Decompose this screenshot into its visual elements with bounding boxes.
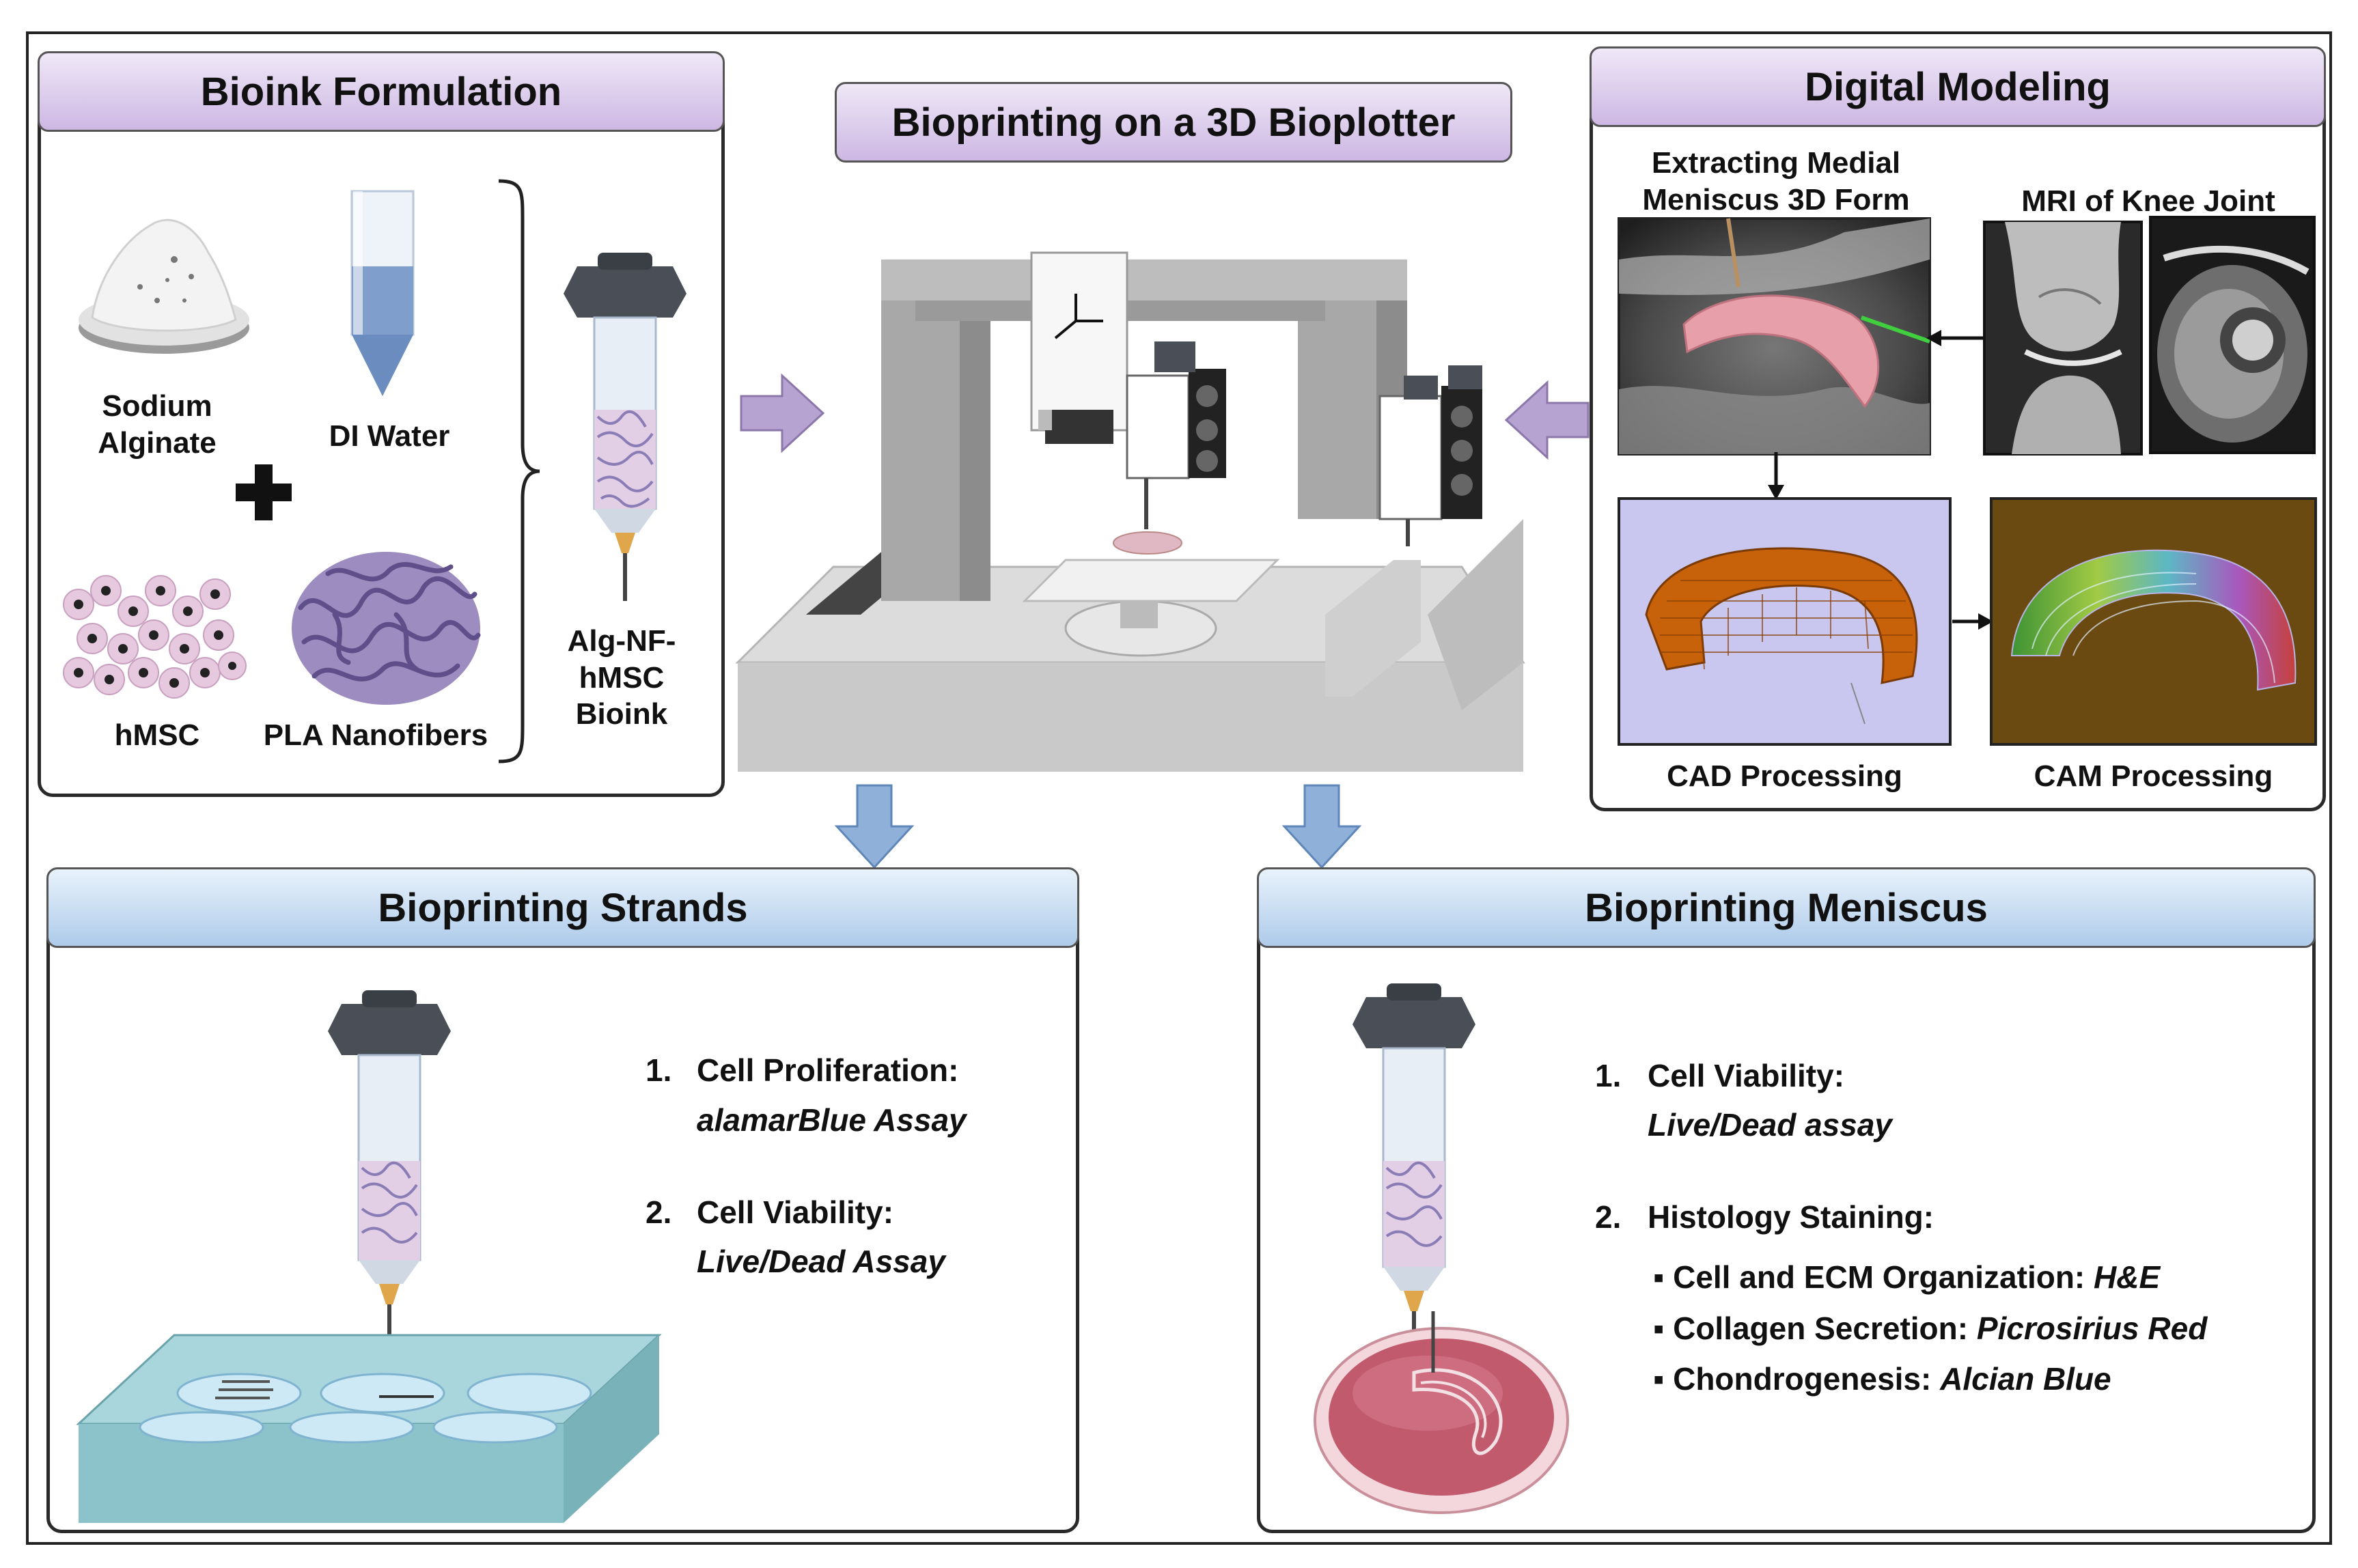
strands-item-2-sub: Live/Dead Assay — [697, 1244, 945, 1279]
figure-frame — [26, 31, 2332, 1545]
meniscus-item-1-num: 1. — [1595, 1058, 1622, 1093]
alginate-powder-icon — [79, 219, 249, 354]
meniscus-item-1-label: Cell Viability: — [1648, 1058, 1845, 1093]
petri-dish-icon — [1314, 1311, 1569, 1514]
plus-icon — [236, 464, 292, 520]
hmsc-cells-icon — [63, 575, 247, 699]
meniscus-item-2-label: Histology Staining: — [1648, 1199, 1934, 1235]
bioink-syringe-icon — [564, 253, 686, 601]
bullet-1-emph: H&E — [2094, 1259, 2161, 1295]
bullet-icon: ▪ — [1653, 1361, 1674, 1397]
bioprinter-title: Bioprinting on a 3D Bioplotter — [835, 82, 1512, 163]
bullet-2-text: Collagen Secretion: — [1673, 1311, 1969, 1346]
strands-syringe-icon — [328, 990, 451, 1352]
di-water-label: DI Water — [329, 419, 450, 453]
knee-mri-sagittal-image — [1983, 221, 2143, 456]
bullet-3-text: Chondrogenesis: — [1673, 1361, 1932, 1397]
cam-label: CAM Processing — [2034, 759, 2273, 793]
cad-model-image — [1618, 497, 1952, 746]
meniscus-item-2-num: 2. — [1595, 1199, 1622, 1235]
bullet-3: ▪ Chondrogenesis: Alcian Blue — [1653, 1360, 2111, 1397]
strands-item-1-num: 1. — [646, 1052, 672, 1088]
sodium-alginate-label: Sodium Alginate — [98, 389, 217, 460]
knee-mri-axial-image — [2149, 216, 2316, 454]
meniscus-syringe-icon — [1353, 983, 1475, 1366]
strands-title: Bioprinting Strands — [46, 867, 1079, 948]
arrow-down-right-icon — [1281, 784, 1362, 869]
strands-item-2-label: Cell Viability: — [697, 1194, 894, 1230]
bullet-1: ▪ Cell and ECM Organization: H&E — [1653, 1259, 2160, 1296]
pla-nanofibers-label: PLA Nanofibers — [263, 718, 488, 752]
bullet-2-emph: Picrosirius Red — [1976, 1311, 2208, 1346]
arrow-right-icon — [1952, 613, 1993, 630]
mri-label: MRI of Knee Joint — [2021, 184, 2275, 218]
digital-title: Digital Modeling — [1590, 46, 2326, 127]
meniscus-item-1-sub: Live/Dead assay — [1648, 1107, 1893, 1143]
arrow-down-left-icon — [834, 784, 915, 869]
arrow-down-icon — [1768, 452, 1784, 500]
arrow-right-purple-icon — [740, 373, 825, 453]
bullet-icon: ▪ — [1653, 1311, 1674, 1346]
meniscus-title: Bioprinting Meniscus — [1257, 867, 2316, 948]
di-water-tube-icon — [350, 190, 415, 396]
bioink-title: Bioink Formulation — [38, 51, 725, 132]
strands-item-2-num: 2. — [646, 1194, 672, 1230]
arrow-left-purple-icon — [1504, 380, 1590, 460]
cad-label: CAD Processing — [1667, 759, 1902, 793]
cam-model-image — [1990, 497, 2317, 746]
bullet-icon: ▪ — [1653, 1259, 1674, 1295]
pla-nanofibers-icon — [292, 552, 481, 705]
extract-label: Extracting Medial Meniscus 3D Form — [1642, 146, 1910, 216]
brace-icon — [498, 179, 540, 764]
strands-item-1-sub: alamarBlue Assay — [697, 1102, 967, 1138]
strands-item-1-label: Cell Proliferation: — [697, 1052, 959, 1088]
bullet-3-emph: Alcian Blue — [1940, 1361, 2111, 1397]
bullet-1-text: Cell and ECM Organization: — [1673, 1259, 2085, 1295]
meniscus-mri-image — [1618, 217, 1931, 456]
bullet-2: ▪ Collagen Secretion: Picrosirius Red — [1653, 1310, 2207, 1347]
well-plate-icon — [76, 1334, 662, 1523]
bioink-label: Alg-NF-hMSC Bioink — [567, 624, 676, 731]
bioplotter-machine-icon — [735, 251, 1525, 772]
hmsc-label: hMSC — [114, 718, 200, 752]
